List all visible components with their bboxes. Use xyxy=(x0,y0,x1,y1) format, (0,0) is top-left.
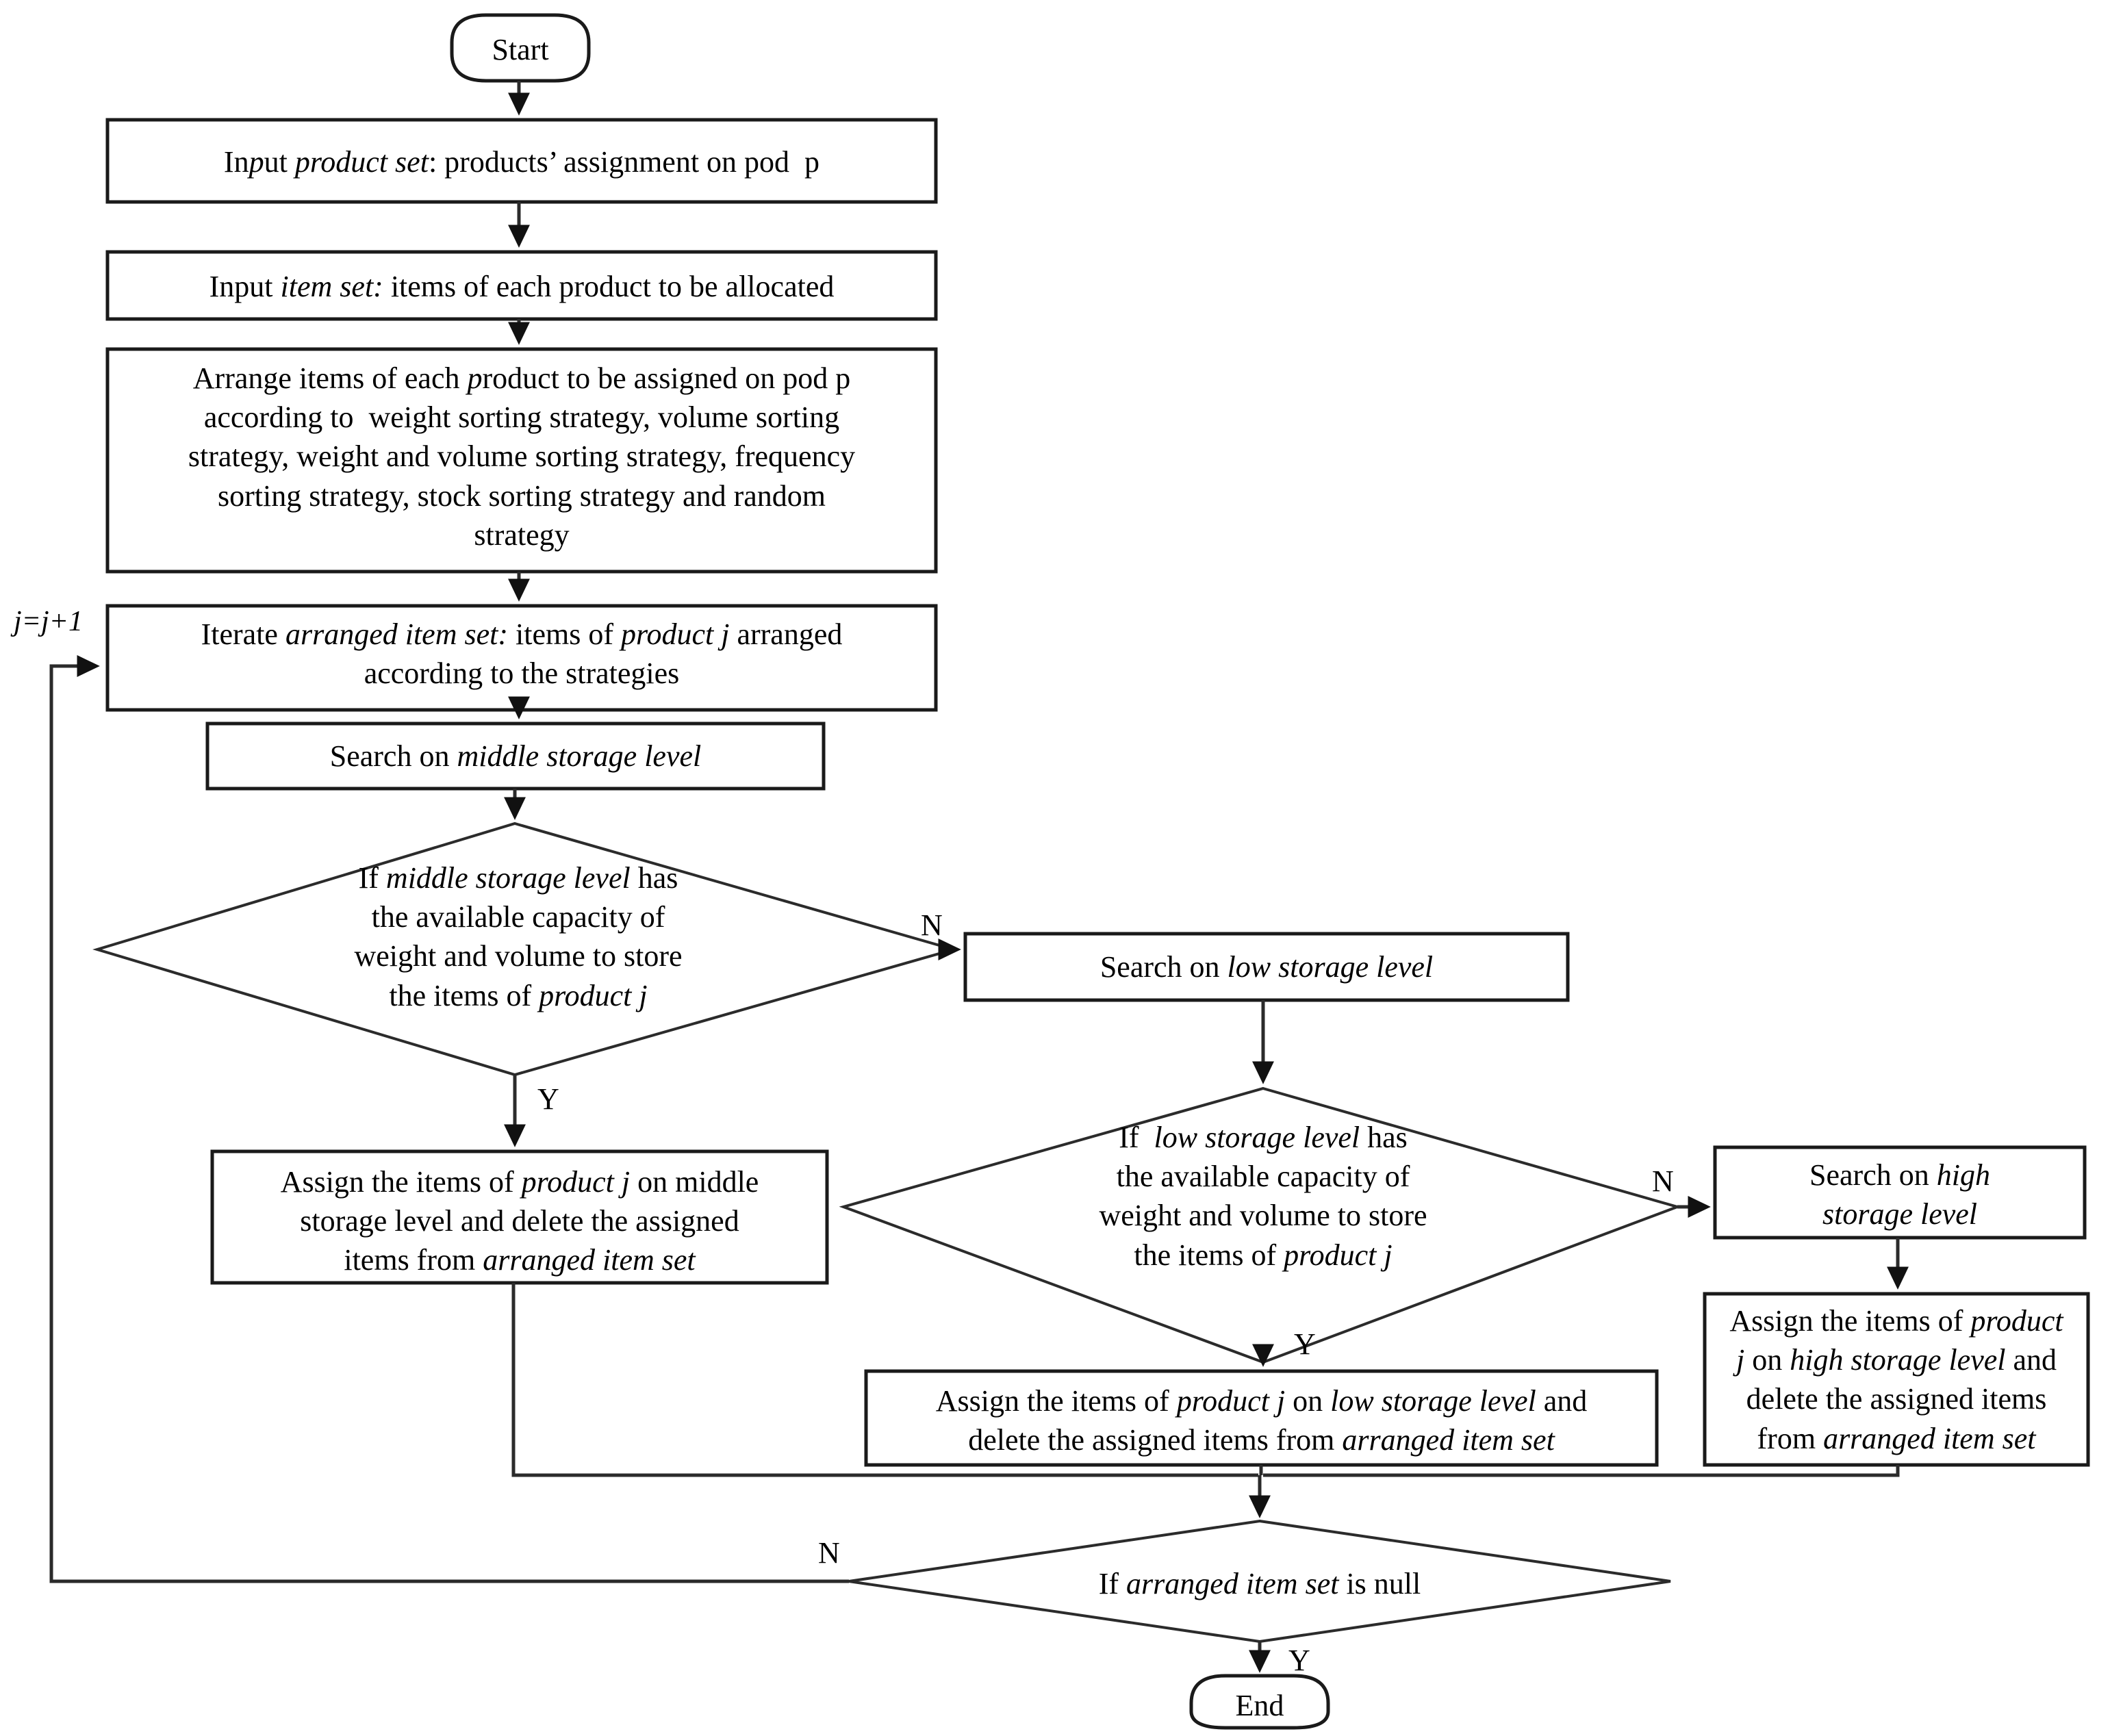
node-assign-middle-shape xyxy=(210,1149,829,1285)
edge-decision-null-no-loop-back xyxy=(49,654,849,1583)
node-assign-low-shape xyxy=(864,1369,1659,1467)
node-input-product-set-shape xyxy=(105,118,938,204)
node-decision-null-shape xyxy=(848,1519,1671,1644)
node-decision-low-shape xyxy=(839,1086,1682,1364)
node-start-shape xyxy=(450,13,591,83)
node-arrange-items-shape xyxy=(105,347,938,574)
node-iterate-set-shape xyxy=(105,604,938,712)
node-end-shape xyxy=(1189,1674,1330,1730)
edge-assign-high-to-merge xyxy=(1263,1465,1900,1477)
node-assign-high-shape xyxy=(1703,1292,2090,1467)
node-decision-middle-shape xyxy=(92,821,959,1077)
edge-assign-middle-to-merge xyxy=(511,1283,1258,1477)
node-search-middle-shape xyxy=(205,722,826,791)
node-input-item-set-shape xyxy=(105,250,938,321)
node-search-low-shape xyxy=(963,932,1570,1002)
node-search-high-shape xyxy=(1713,1145,2087,1240)
